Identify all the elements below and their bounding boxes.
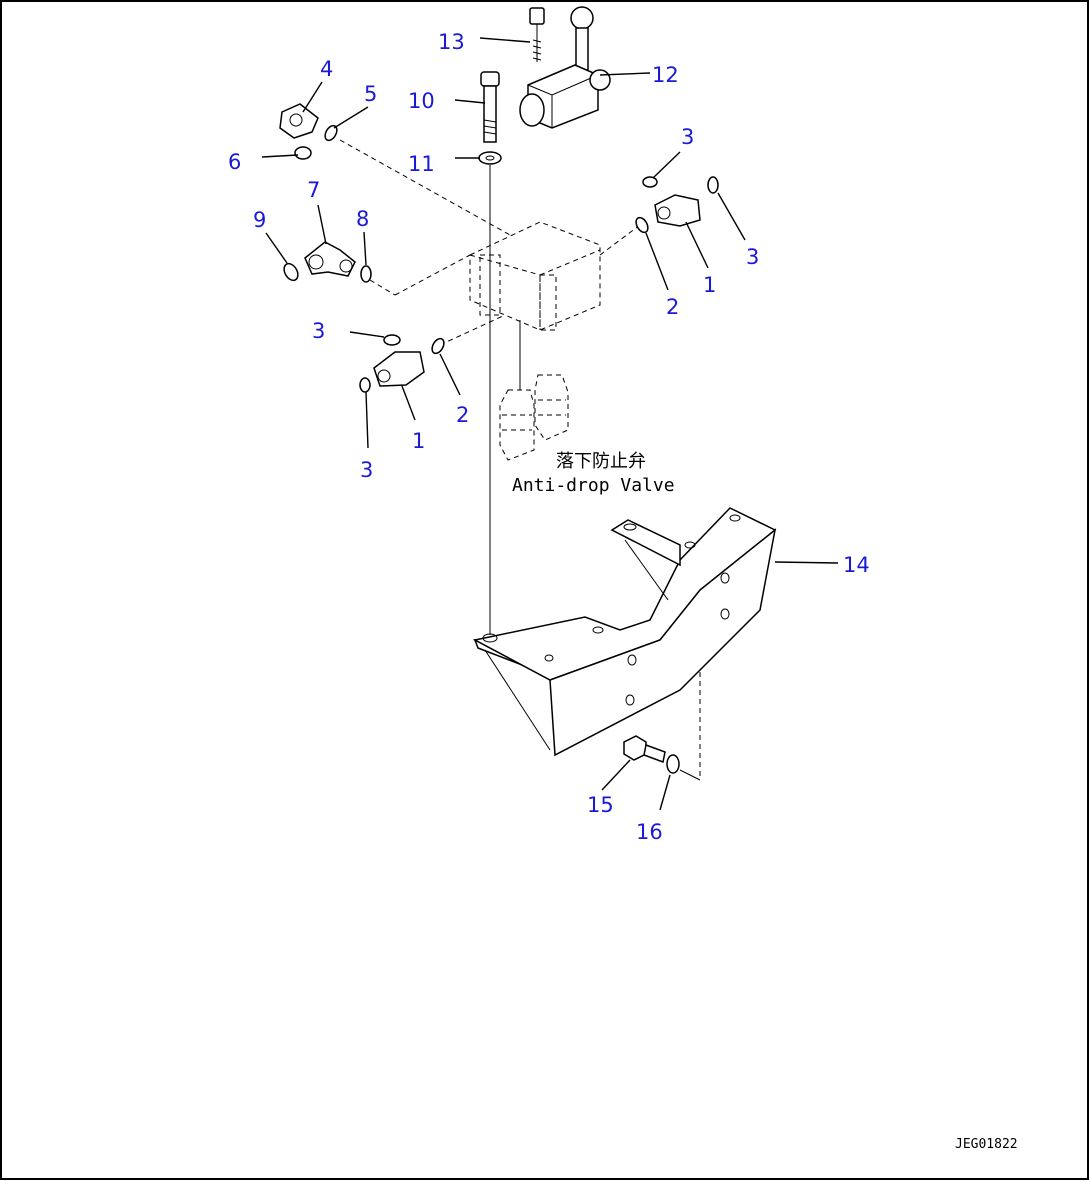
annotation-japanese: 落下防止弁 (556, 451, 646, 472)
leader-lines (261, 37, 839, 811)
part-11-washer[interactable] (478, 151, 502, 165)
part-13-bolt[interactable] (529, 7, 545, 62)
callout-16[interactable]: 16 (636, 820, 663, 844)
callout-5[interactable]: 5 (364, 82, 377, 106)
callout-6[interactable]: 6 (228, 150, 241, 174)
annotation-english: Anti-drop Valve (512, 475, 675, 496)
callout-3-right-top[interactable]: 3 (681, 125, 694, 149)
part-3-oring-right-a[interactable] (642, 176, 658, 188)
callouts: 13 12 10 11 4 5 6 7 8 9 3 3 1 2 3 2 1 3 … (228, 30, 870, 844)
callout-4[interactable]: 4 (320, 57, 333, 81)
part-1-fitting-right[interactable] (654, 194, 701, 227)
callout-15[interactable]: 15 (587, 793, 614, 817)
part-9-oring[interactable] (281, 261, 300, 283)
part-12-lever-valve[interactable] (519, 6, 611, 129)
part-7-elbow[interactable] (304, 241, 356, 277)
part-3-oring-left-a[interactable] (383, 334, 401, 346)
anti-drop-valves (499, 374, 569, 461)
part-10-long-bolt[interactable] (480, 71, 500, 143)
part-16-washer[interactable] (666, 754, 680, 774)
part-6-oring[interactable] (294, 146, 312, 160)
drawing-code: JEG01822 (955, 1137, 1018, 1152)
part-1-fitting-left[interactable] (373, 351, 425, 387)
callout-7[interactable]: 7 (307, 178, 320, 202)
part-15-bolt[interactable] (623, 735, 666, 764)
part-5-oring[interactable] (323, 124, 340, 143)
part-3-oring-left-b[interactable] (359, 377, 371, 393)
part-8-oring[interactable] (360, 265, 372, 283)
callout-3-left-top[interactable]: 3 (312, 319, 325, 343)
part-3-oring-right-b[interactable] (707, 176, 719, 194)
callout-11[interactable]: 11 (408, 152, 435, 176)
callout-3-left[interactable]: 3 (360, 458, 373, 482)
callout-14[interactable]: 14 (843, 553, 870, 577)
part-14-bracket[interactable] (472, 507, 777, 757)
callout-9[interactable]: 9 (253, 208, 266, 232)
callout-2-left[interactable]: 2 (456, 403, 469, 427)
callout-3-right[interactable]: 3 (746, 245, 759, 269)
callout-1-left[interactable]: 1 (412, 429, 425, 453)
callout-13[interactable]: 13 (438, 30, 465, 54)
part-4-fitting[interactable] (279, 103, 319, 139)
valve-block (469, 221, 601, 331)
part-2-oring-left[interactable] (430, 337, 447, 356)
part-2-oring-right[interactable] (634, 216, 651, 235)
callout-12[interactable]: 12 (652, 63, 679, 87)
callout-2-right[interactable]: 2 (666, 295, 679, 319)
callout-8[interactable]: 8 (356, 207, 369, 231)
callout-10[interactable]: 10 (408, 89, 435, 113)
callout-1-right[interactable]: 1 (703, 273, 716, 297)
